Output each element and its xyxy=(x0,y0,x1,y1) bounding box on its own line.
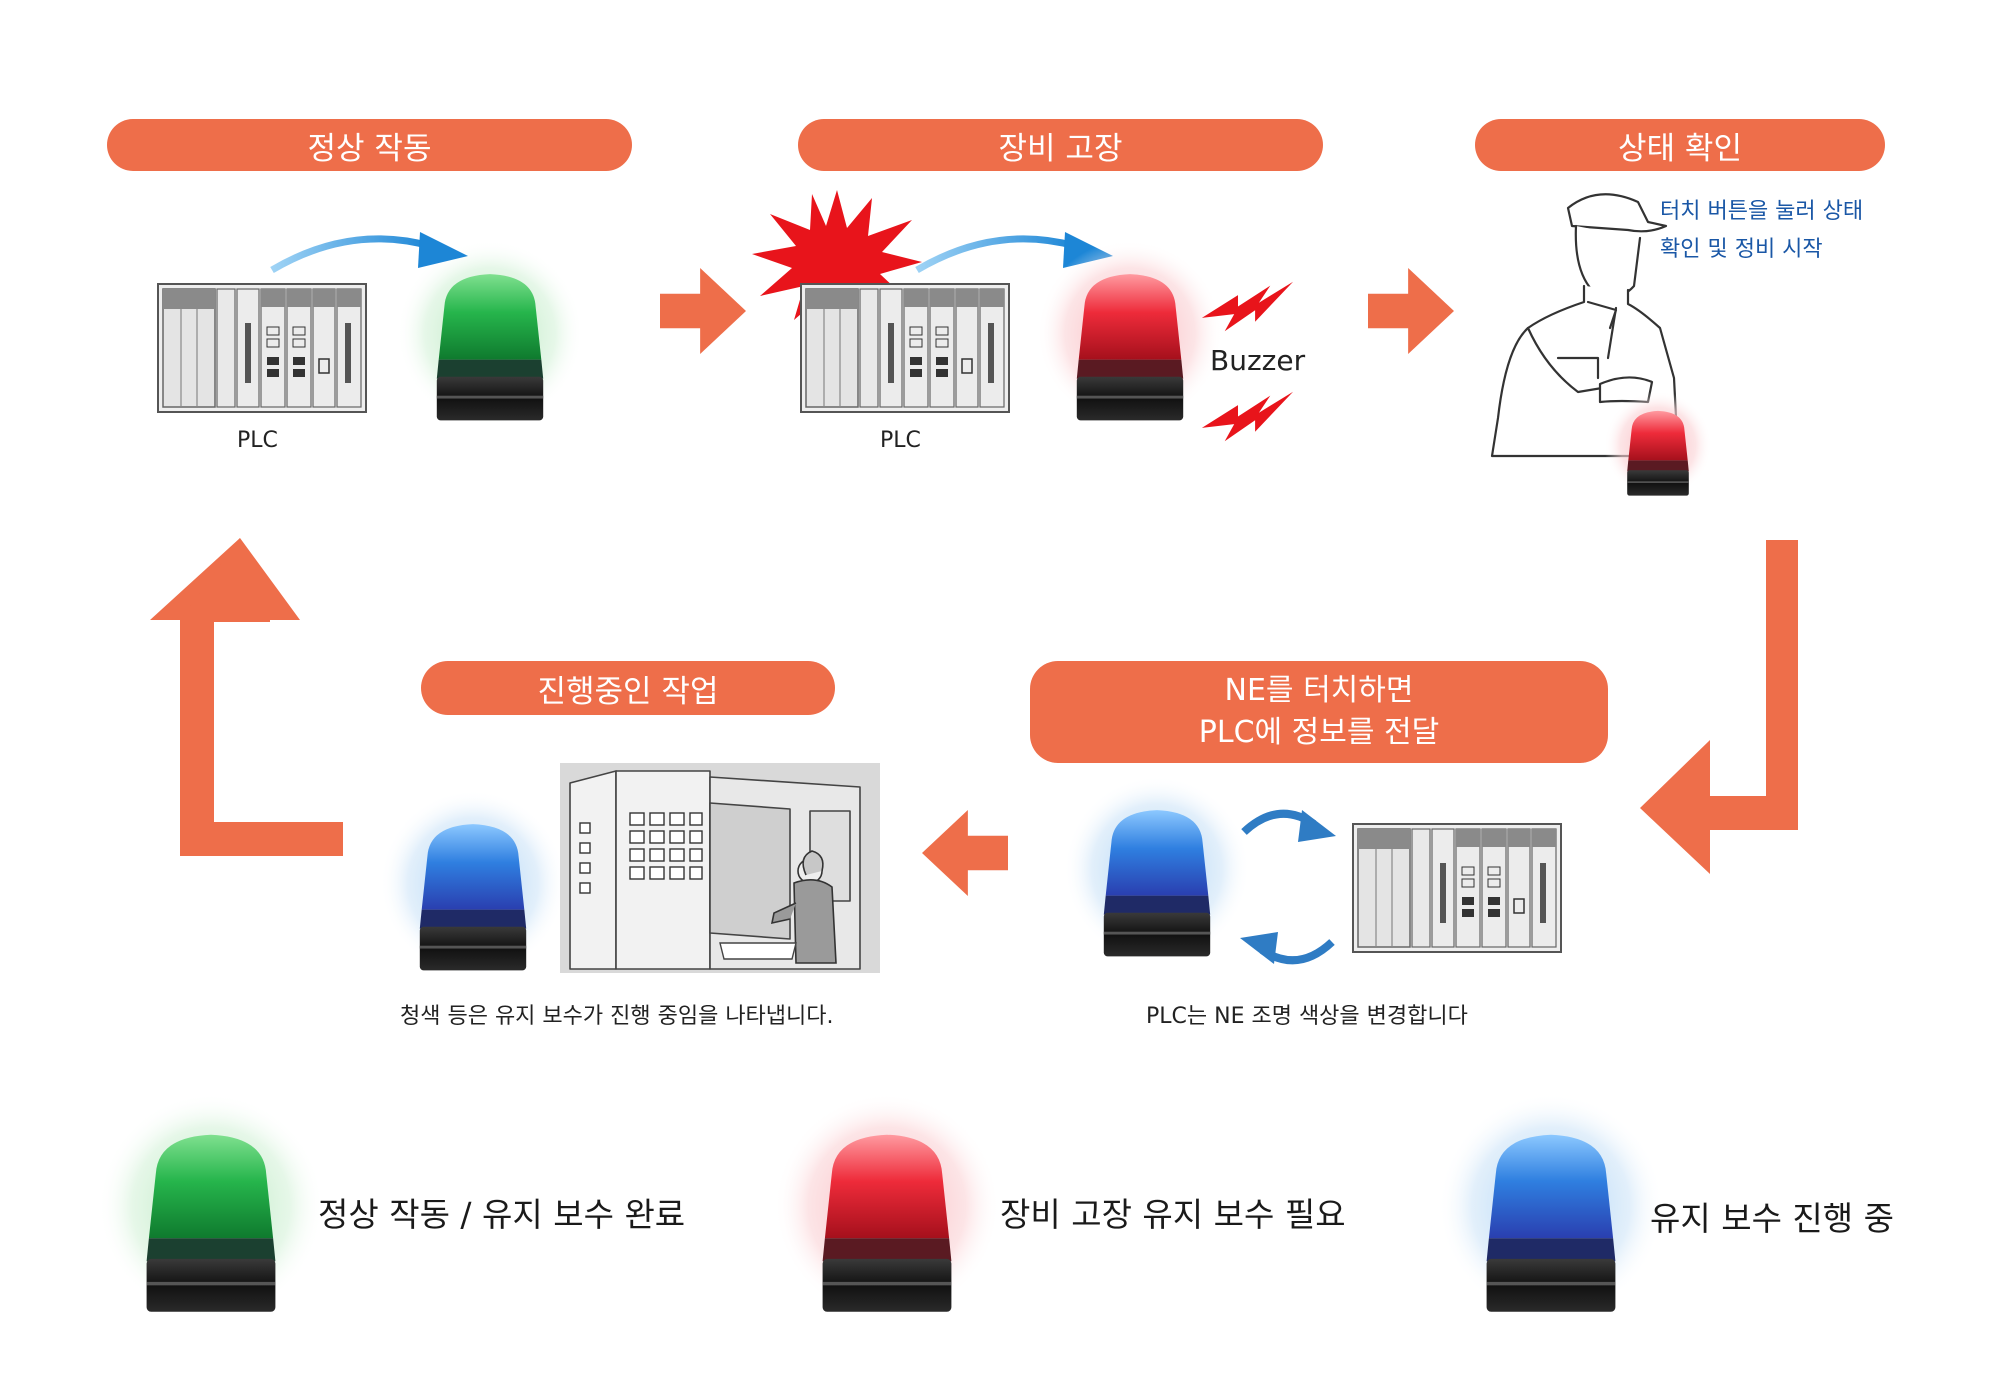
legend-lamp-red xyxy=(774,1093,1000,1319)
flow-arrow-icon xyxy=(150,538,343,856)
plc-label: PLC xyxy=(237,428,278,453)
step-working-title: 진행중인 작업 xyxy=(421,661,835,715)
check-note-line2: 확인 및 정비 시작 xyxy=(1660,237,1823,262)
sync-arrows-icon xyxy=(1240,809,1336,965)
signal-lamp-icon xyxy=(1604,391,1712,499)
legend-label-green: 정상 작동 / 유지 보수 완료 xyxy=(318,1195,686,1234)
plc-icon xyxy=(1352,823,1562,953)
legend-lamp-blue xyxy=(1438,1093,1664,1319)
flow-arrow-icon xyxy=(1368,268,1454,354)
signal-lamp-icon xyxy=(379,789,567,977)
signal-lamp-icon xyxy=(1036,239,1224,427)
touch-title-line1: NE를 터치하면 xyxy=(1224,673,1414,708)
flow-arrow-icon xyxy=(660,268,746,354)
technician-icon xyxy=(1490,193,1680,458)
lightning-icon xyxy=(1200,278,1295,335)
step-check-title: 상태 확인 xyxy=(1475,119,1885,171)
lightning-icon xyxy=(1200,388,1295,445)
plc-icon xyxy=(800,283,1010,413)
step-normal-title: 정상 작동 xyxy=(107,119,632,171)
plc-icon xyxy=(157,283,367,413)
check-note: 터치 버튼을 눌러 상태 확인 및 정비 시작 xyxy=(1660,193,1863,269)
blue-signal-arrow-icon xyxy=(270,232,468,274)
flow-arrow-icon xyxy=(1640,540,1798,874)
touch-caption: PLC는 NE 조명 색상을 변경합니다 xyxy=(1146,1004,1468,1029)
legend-lamp-green xyxy=(98,1093,324,1319)
step-failure-title: 장비 고장 xyxy=(798,119,1323,171)
signal-lamp-icon xyxy=(1063,775,1251,963)
touch-title-line2: PLC에 정보를 전달 xyxy=(1198,715,1440,750)
flow-arrow-icon xyxy=(922,810,1008,896)
buzzer-label: Buzzer xyxy=(1210,344,1306,377)
plc-label: PLC xyxy=(880,428,921,453)
legend-label-blue: 유지 보수 진행 중 xyxy=(1650,1199,1894,1238)
explosion-icon xyxy=(752,190,922,330)
machine-operator-icon xyxy=(560,763,880,973)
step-touch-title: NE를 터치하면 PLC에 정보를 전달 xyxy=(1030,661,1608,763)
working-caption: 청색 등은 유지 보수가 진행 중임을 나타냅니다. xyxy=(400,1004,834,1029)
check-note-line1: 터치 버튼을 눌러 상태 xyxy=(1660,199,1864,224)
legend-label-red: 장비 고장 유지 보수 필요 xyxy=(1000,1195,1346,1234)
